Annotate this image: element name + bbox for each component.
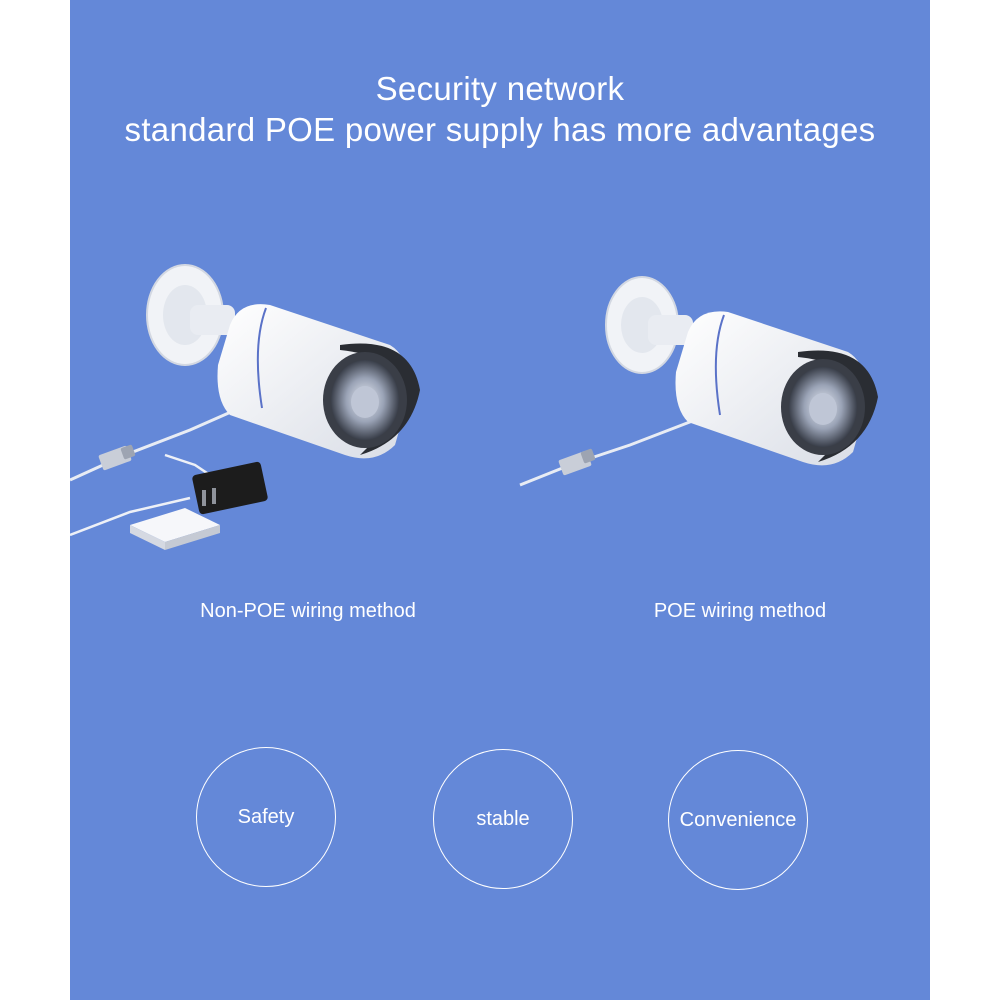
- rj45-connector-icon: [558, 448, 596, 476]
- power-cable: [70, 496, 191, 537]
- advantage-convenience: Convenience: [668, 750, 808, 890]
- advantage-stable: stable: [433, 749, 573, 889]
- power-adapter-icon: [192, 461, 268, 515]
- wall-mount-icon: [605, 276, 693, 374]
- poe-camera-illustration: [519, 276, 878, 487]
- rj45-connector-icon: [98, 444, 136, 471]
- bullet-camera-icon: [675, 311, 878, 466]
- advantage-safety: Safety: [196, 747, 336, 887]
- non-poe-caption: Non-POE wiring method: [200, 600, 416, 622]
- poe-caption: POE wiring method: [653, 600, 827, 622]
- headline-line-1: Security network: [375, 70, 625, 107]
- bullet-camera-icon: [217, 304, 420, 459]
- non-poe-camera-illustration: [70, 264, 420, 550]
- ethernet-cable: [70, 406, 241, 482]
- headline-line-2: standard POE power supply has more advan…: [124, 111, 876, 148]
- junction-box-icon: [130, 508, 220, 550]
- poe-ethernet-cable: [519, 418, 696, 487]
- wall-mount-icon: [146, 264, 235, 366]
